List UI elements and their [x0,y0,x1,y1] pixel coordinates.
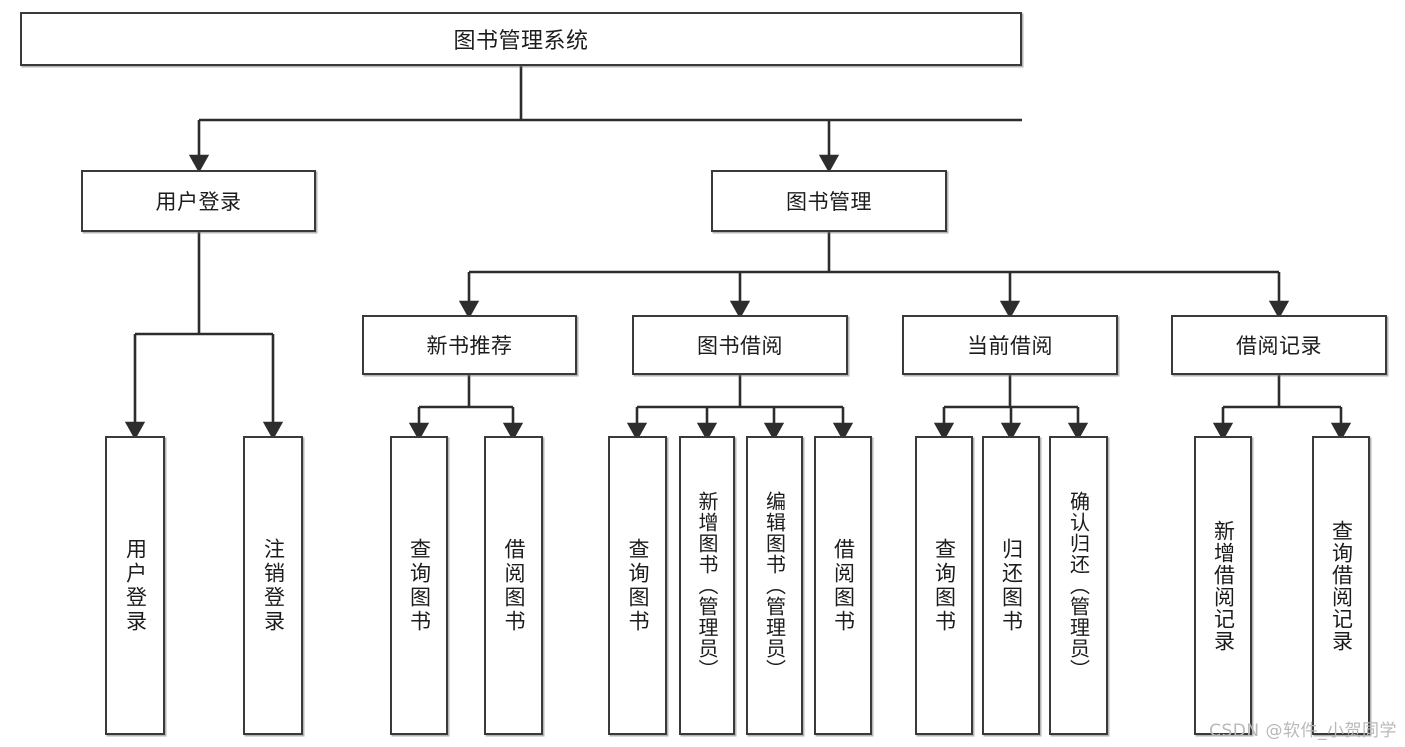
node-leaf-user-login[interactable]: 用户登录 [105,436,165,735]
node-leaf-confirm-return[interactable]: 确认归还（管理员） [1049,436,1108,735]
node-root[interactable]: 图书管理系统 [20,12,1022,66]
node-leaf-logout-login[interactable]: 注销登录 [243,436,303,735]
node-user-login-label: 用户登录 [155,190,242,214]
node-user-login[interactable]: 用户登录 [81,170,316,232]
node-leaf-edit-book[interactable]: 编辑图书（管理员） [746,436,803,735]
node-root-label: 图书管理系统 [453,29,589,54]
node-leaf-edit-book-label: 编辑图书（管理员） [762,491,787,680]
node-leaf-add-record[interactable]: 新增借阅记录 [1194,436,1252,735]
node-leaf-query-book-3[interactable]: 查询图书 [915,436,973,735]
node-leaf-confirm-return-label: 确认归还（管理员） [1066,491,1091,680]
node-book-management-label: 图书管理 [786,190,872,214]
node-leaf-query-record-label: 查询借阅记录 [1329,519,1354,652]
node-leaf-user-login-label: 用户登录 [123,537,148,634]
node-book-management[interactable]: 图书管理 [711,170,947,232]
node-leaf-return-book-label: 归还图书 [999,537,1024,634]
node-leaf-query-book-1[interactable]: 查询图书 [390,436,448,735]
node-current-borrow-label: 当前借阅 [967,334,1053,358]
node-leaf-borrow-book-1-label: 借阅图书 [502,537,526,634]
watermark-text: CSDN @软件_小贺同学 [1209,721,1397,741]
node-leaf-borrow-book-1[interactable]: 借阅图书 [484,436,543,735]
node-leaf-borrow-book-2-label: 借阅图书 [831,537,856,634]
node-leaf-return-book[interactable]: 归还图书 [982,436,1040,735]
node-leaf-query-book-2[interactable]: 查询图书 [608,436,667,735]
node-new-book-recommend[interactable]: 新书推荐 [362,315,577,375]
node-borrow-record-label: 借阅记录 [1236,334,1322,358]
node-book-borrow-label: 图书借阅 [697,334,783,358]
node-leaf-add-book[interactable]: 新增图书（管理员） [679,436,735,735]
node-leaf-logout-login-label: 注销登录 [261,537,286,634]
node-leaf-query-book-3-label: 查询图书 [932,537,957,634]
node-leaf-query-book-1-label: 查询图书 [407,537,432,634]
node-leaf-add-record-label: 新增借阅记录 [1211,519,1236,652]
node-new-book-recommend-label: 新书推荐 [426,334,513,358]
node-leaf-query-book-2-label: 查询图书 [626,537,650,634]
node-leaf-query-record[interactable]: 查询借阅记录 [1312,436,1370,735]
node-leaf-borrow-book-2[interactable]: 借阅图书 [814,436,872,735]
node-book-borrow[interactable]: 图书借阅 [632,315,848,375]
node-borrow-record[interactable]: 借阅记录 [1171,315,1387,375]
node-leaf-add-book-label: 新增图书（管理员） [695,491,719,680]
node-current-borrow[interactable]: 当前借阅 [902,315,1118,375]
